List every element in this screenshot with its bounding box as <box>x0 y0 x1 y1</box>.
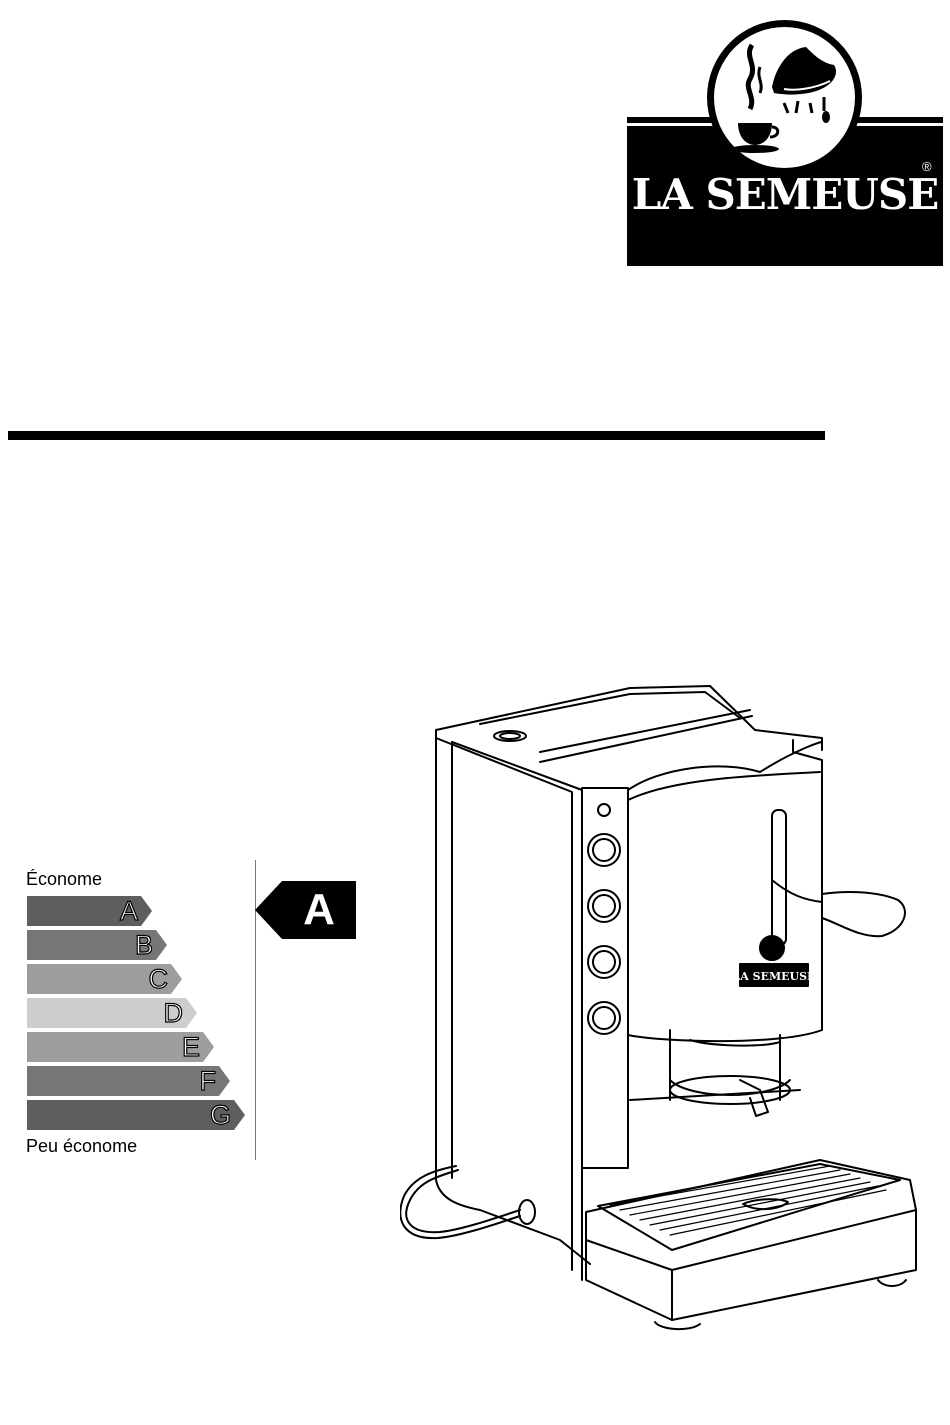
energy-bar-letter: F <box>200 1066 217 1096</box>
energy-bar-g: G <box>27 1100 245 1130</box>
coffee-machine-illustration: LA SEMEUSE <box>400 680 940 1370</box>
energy-bottom-label: Peu économe <box>26 1136 137 1157</box>
energy-bar-fill <box>27 1032 203 1062</box>
energy-bar-f: F <box>27 1066 230 1096</box>
sower-hat-cup-icon <box>714 27 855 168</box>
brand-name: LA SEMEUSE <box>627 170 943 219</box>
energy-bar-tip <box>171 964 182 994</box>
energy-bar-letter: A <box>120 896 138 926</box>
energy-bar-tip <box>203 1032 214 1062</box>
title-rule <box>8 431 825 440</box>
energy-bar-fill <box>27 1066 219 1096</box>
energy-rating-tip <box>255 881 282 939</box>
energy-bar-tip <box>186 998 197 1028</box>
energy-rating-arrow: A <box>255 881 356 939</box>
energy-bar-letter: C <box>149 964 169 994</box>
energy-bar-letter: E <box>182 1032 200 1062</box>
energy-bar-e: E <box>27 1032 214 1062</box>
energy-bar-fill <box>27 1100 234 1130</box>
energy-bar-d: D <box>27 998 197 1028</box>
energy-bar-fill <box>27 998 186 1028</box>
energy-bar-letter: D <box>164 998 184 1028</box>
energy-rating-letter: A <box>282 881 356 939</box>
energy-bar-tip <box>156 930 167 960</box>
energy-bar-tip <box>234 1100 245 1130</box>
brand-logo: LA SEMEUSE ® <box>627 20 943 266</box>
energy-bar-letter: G <box>210 1100 231 1130</box>
machine-brand-plate: LA SEMEUSE <box>733 970 816 983</box>
energy-label: Économe A B C D E F G Peu économe A <box>25 860 365 1160</box>
energy-bar-a: A <box>27 896 152 926</box>
energy-top-label: Économe <box>26 869 102 890</box>
energy-bar-letter: B <box>135 930 153 960</box>
energy-bar-b: B <box>27 930 167 960</box>
registered-mark: ® <box>922 159 932 174</box>
energy-bar-tip <box>219 1066 230 1096</box>
energy-bar-tip <box>141 896 152 926</box>
energy-bar-c: C <box>27 964 182 994</box>
